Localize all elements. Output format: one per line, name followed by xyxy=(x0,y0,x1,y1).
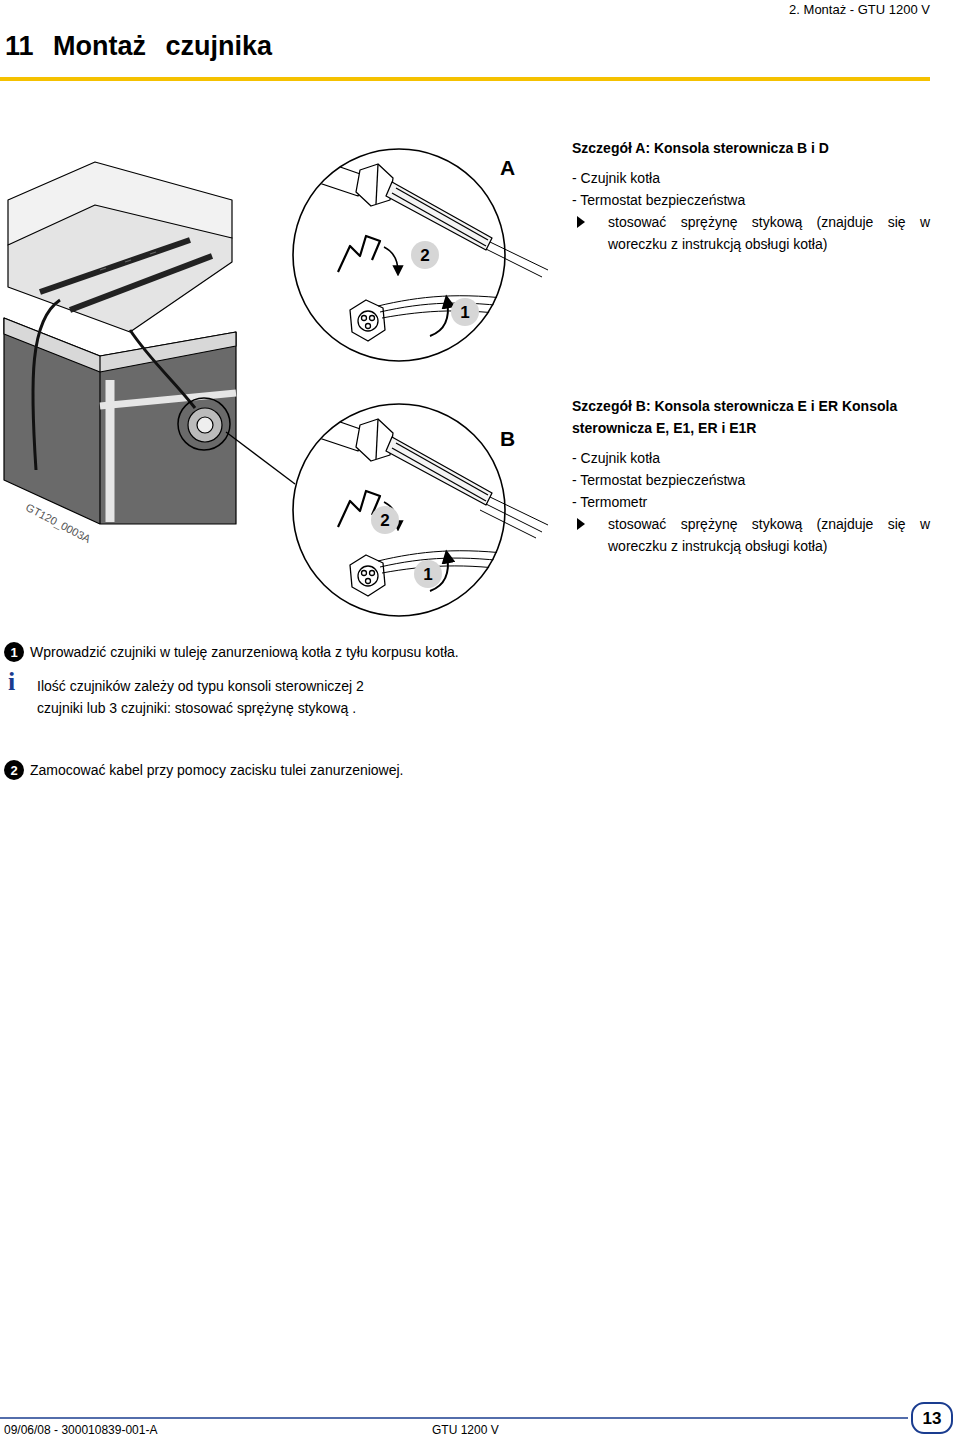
sensor-wire xyxy=(480,510,536,538)
detail-drawing xyxy=(280,401,548,616)
callout-number: 2 xyxy=(411,241,439,269)
console-rail xyxy=(40,240,190,292)
sensor-wire xyxy=(382,311,520,318)
console-slot xyxy=(100,268,106,270)
note-text: stosować sprężynę stykową (znajduje się … xyxy=(608,211,930,255)
page-number: 13 xyxy=(911,1402,953,1434)
figure-code: GT120_0003A xyxy=(23,500,136,569)
console-rail xyxy=(70,256,212,310)
detail-drawing xyxy=(280,146,548,361)
boiler-drawing xyxy=(4,162,295,524)
detail-outline xyxy=(292,403,506,617)
rotation-arrow xyxy=(430,300,448,336)
boiler-strap xyxy=(100,393,236,406)
callout-disc xyxy=(414,560,442,588)
page-title: 11 Montaż czujnika xyxy=(5,30,272,62)
callout-number: 2 xyxy=(371,506,399,534)
part-item: - Termostat bezpieczeństwa xyxy=(572,469,932,491)
console-slot xyxy=(125,260,131,262)
leader-line xyxy=(226,432,295,484)
detail-circle: 21A xyxy=(292,148,506,362)
step-text: Wprowadzić czujniki w tuleję zanurzeniow… xyxy=(30,643,910,661)
nut-edge xyxy=(376,164,378,204)
callout-text: 2 xyxy=(4,760,24,780)
info-text: Ilość czujników zależy od typu konsoli s… xyxy=(37,675,389,719)
bullet-triangle xyxy=(577,518,585,530)
header-rule xyxy=(0,77,930,81)
step-text: Zamocować kabel przy pomocy zacisku tule… xyxy=(30,761,910,779)
part-item: - Termometr xyxy=(572,491,932,513)
detail-letter: A xyxy=(500,157,515,178)
detail-letter: B xyxy=(500,428,515,449)
callout-disc xyxy=(4,642,24,662)
callout-disc xyxy=(4,760,24,780)
cable xyxy=(33,300,60,470)
detail-heading: Szczegół A: Konsola sterownicza B i D xyxy=(572,137,932,159)
boiler-edge xyxy=(99,356,100,524)
sensor-fitting xyxy=(197,417,213,433)
bullet-triangle xyxy=(577,216,585,228)
callout-text: 2 xyxy=(371,506,399,534)
motion-arrow xyxy=(384,247,398,272)
fitting-hole xyxy=(370,316,375,321)
detail-outline xyxy=(293,149,505,361)
page-number-tab xyxy=(912,1403,952,1433)
fitting-hole xyxy=(366,324,371,329)
footer-rule xyxy=(0,1417,908,1419)
sensor-rod xyxy=(396,188,488,240)
console-slot xyxy=(150,252,156,254)
page-number-text: 13 xyxy=(911,1402,953,1434)
callout-text: 1 xyxy=(4,642,24,662)
footer-code: 09/06/08 - 300010839-001-A xyxy=(4,1422,304,1438)
callout-number: 1 xyxy=(451,298,479,326)
detail-outline xyxy=(293,404,505,616)
boiler-body xyxy=(4,318,236,524)
detail-outline xyxy=(292,148,506,362)
step-marker: 1 xyxy=(4,642,24,662)
callout-number: 1 xyxy=(414,560,442,588)
sensor-rod xyxy=(392,193,486,246)
callout-disc xyxy=(371,506,399,534)
part-item: - Termostat bezpieczeństwa xyxy=(572,189,932,211)
cable xyxy=(130,330,195,408)
part-item: - Czujnik kotła xyxy=(572,447,932,469)
immersion-sleeve xyxy=(280,146,366,196)
detail-circle: 21B xyxy=(292,403,506,617)
fitting-face xyxy=(358,311,378,331)
fitting-nut xyxy=(350,300,385,341)
callout-text: 2 xyxy=(411,241,439,269)
boiler-insulation xyxy=(4,318,236,372)
sensor-wire xyxy=(486,249,542,277)
info-icon: i xyxy=(8,668,30,696)
sleeve-nut xyxy=(356,164,393,206)
detail-heading: Szczegół B: Konsola sterownicza E i ER K… xyxy=(572,395,932,439)
console-tray xyxy=(8,205,232,332)
running-header: 2. Montaż - GTU 1200 V xyxy=(560,2,930,19)
sensor-wire xyxy=(378,296,520,306)
contact-spring xyxy=(338,236,380,272)
callout-text: 1 xyxy=(414,560,442,588)
sensor-fitting xyxy=(188,408,222,442)
note-text: stosować sprężynę stykową (znajduje się … xyxy=(608,513,930,557)
step-marker: 2 xyxy=(4,760,24,780)
sensor-body xyxy=(386,182,492,250)
part-item: - Czujnik kotła xyxy=(572,167,932,189)
sleeve-edge xyxy=(296,153,300,175)
fitting-hole xyxy=(362,316,367,321)
footer-model: GTU 1200 V xyxy=(432,1422,582,1438)
callout-disc xyxy=(451,298,479,326)
magnifier-ring xyxy=(178,398,230,450)
callout-text: 1 xyxy=(451,298,479,326)
callout-disc xyxy=(411,241,439,269)
